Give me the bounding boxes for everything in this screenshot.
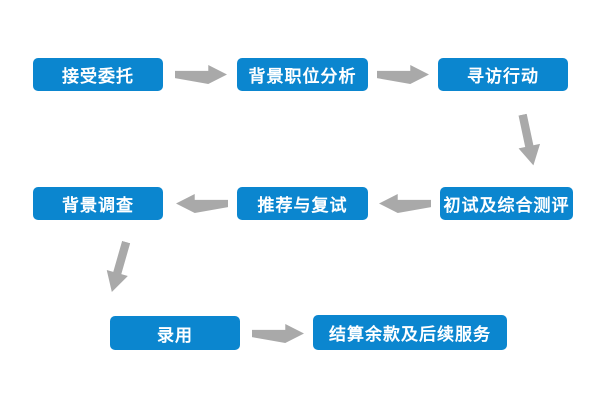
flow-node-hire: 录用	[110, 316, 240, 350]
flow-node-settle-balance-follow-up: 结算余款及后续服务	[313, 315, 507, 350]
flow-node-first-interview-assessment: 初试及综合测评	[440, 187, 573, 220]
flow-node-accept-commission: 接受委托	[33, 58, 163, 91]
arrow-down-icon	[512, 112, 544, 167]
flow-node-background-check: 背景调查	[33, 187, 163, 220]
arrow-right-icon	[252, 324, 304, 343]
arrow-down-icon	[101, 239, 136, 295]
arrow-left-icon	[176, 194, 228, 213]
flow-node-search-action: 寻访行动	[438, 58, 568, 91]
arrow-left-icon	[379, 194, 431, 213]
arrow-right-icon	[175, 65, 227, 84]
flow-node-recommend-reinterview: 推荐与复试	[237, 187, 368, 220]
flow-node-background-position-analysis: 背景职位分析	[237, 58, 368, 91]
arrow-right-icon	[377, 65, 429, 84]
